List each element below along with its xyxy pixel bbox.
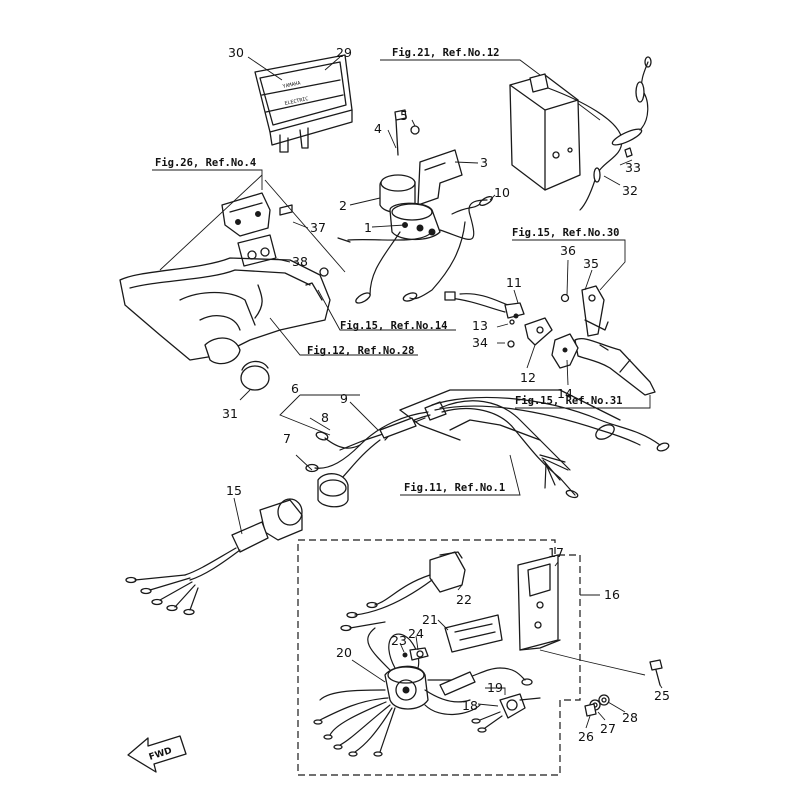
part-number-33: 33 [625, 160, 641, 175]
part-number-5: 5 [400, 108, 408, 123]
ref-fig21-ref12: Fig.21, Ref.No.12 [392, 47, 499, 59]
part-number-20: 20 [336, 645, 352, 660]
throttle-link-assembly [524, 285, 656, 396]
part-number-30: 30 [228, 45, 244, 60]
grommet-part [240, 360, 270, 391]
label-brand-text: YAMAHA [282, 80, 301, 90]
ref-fig12-ref28: Fig.12, Ref.No.28 [307, 345, 414, 357]
part-number-19: 19 [487, 680, 503, 695]
part-number-8: 8 [321, 410, 329, 425]
remote-control-kit-outline [297, 539, 581, 776]
key-switch-bracket [444, 614, 503, 653]
part-number-13: 13 [472, 318, 488, 333]
part-number-11: 11 [506, 275, 522, 290]
part-number-17: 17 [548, 545, 564, 560]
mounting-plate [517, 554, 561, 651]
sensor-plug [444, 291, 525, 325]
part-number-38: 38 [292, 254, 308, 269]
switch-nut [402, 647, 429, 661]
part-number-4: 4 [374, 121, 382, 136]
part-number-23: 23 [391, 633, 407, 648]
part-number-27: 27 [600, 721, 616, 736]
part-number-12: 12 [520, 370, 536, 385]
switch-part [340, 551, 466, 632]
part-number-15: 15 [226, 483, 242, 498]
extension-cable [125, 498, 303, 616]
engine-cowling-outline [119, 257, 331, 365]
part-number-29: 29 [336, 45, 352, 60]
part-number-7: 7 [283, 431, 291, 446]
ref-fig15-ref30: Fig.15, Ref.No.30 [512, 227, 619, 239]
part-number-9: 9 [340, 391, 348, 406]
part-number-22: 22 [456, 592, 472, 607]
forward-direction-arrow: FWD [127, 735, 187, 773]
label-model-text: ELECTRIC [284, 96, 309, 107]
ref-fig11-ref1: Fig.11, Ref.No.1 [404, 482, 505, 494]
fastener-set [584, 659, 663, 717]
part-number-32: 32 [622, 183, 638, 198]
part-number-2: 2 [339, 198, 347, 213]
starter-relay-assembly [379, 109, 463, 241]
part-number-10: 10 [494, 185, 510, 200]
part-number-37: 37 [310, 220, 326, 235]
ref-fig26-ref4: Fig.26, Ref.No.4 [155, 157, 256, 169]
part-number-14: 14 [557, 386, 573, 401]
part-number-31: 31 [222, 406, 238, 421]
part-number-3: 3 [480, 155, 488, 170]
part-number-24: 24 [408, 626, 424, 641]
stop-switch [471, 693, 541, 733]
part-number-35: 35 [583, 256, 599, 271]
ref-fig15-ref31: Fig.15, Ref.No.31 [515, 395, 622, 407]
main-harness [305, 389, 670, 508]
part-number-18: 18 [462, 698, 478, 713]
part-number-1: 1 [364, 220, 372, 235]
part-number-28: 28 [622, 710, 638, 725]
part-number-36: 36 [560, 243, 576, 258]
part-number-25: 25 [654, 688, 670, 703]
label-box-part: YAMAHA ELECTRIC [254, 54, 353, 153]
main-switch-harness [313, 627, 533, 757]
ref-fig15-ref14: Fig.15, Ref.No.14 [340, 320, 447, 332]
part-number-26: 26 [578, 729, 594, 744]
part-number-21: 21 [422, 612, 438, 627]
mount-bracket [221, 192, 293, 267]
rectifier-box [509, 73, 581, 191]
part-number-6: 6 [291, 381, 299, 396]
part-number-34: 34 [472, 335, 488, 350]
part-number-16: 16 [604, 587, 620, 602]
